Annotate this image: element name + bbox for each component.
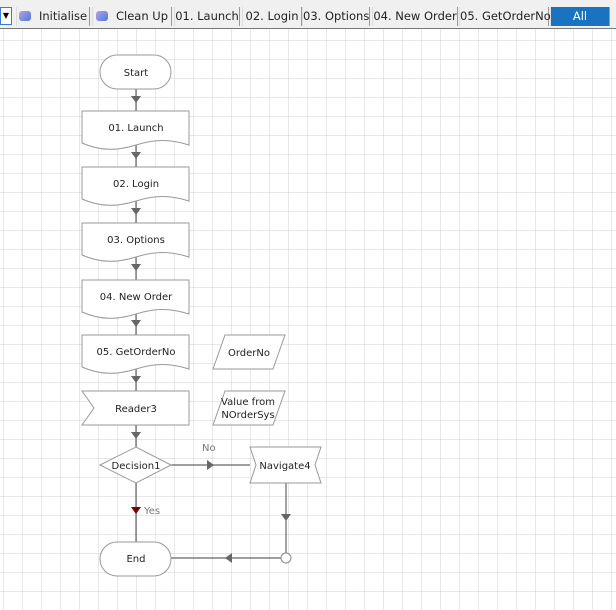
end-node[interactable]: End — [99, 541, 172, 577]
tab-login[interactable]: 02. Login — [242, 7, 302, 26]
tab-options[interactable]: 03. Options — [302, 7, 370, 26]
data-item-label: Value from — [221, 397, 275, 408]
yes-label: Yes — [143, 506, 160, 517]
reader-node[interactable]: Reader3 — [81, 390, 190, 426]
navigate-node[interactable]: Navigate4 — [249, 446, 322, 484]
tab-label: Clean Up — [115, 9, 168, 23]
stage-node[interactable]: 02. Login — [81, 166, 190, 206]
navigate-label: Navigate4 — [259, 461, 310, 472]
tab-clean-up[interactable]: Clean Up — [92, 7, 172, 26]
stage-node[interactable]: 05. GetOrderNo — [81, 334, 190, 374]
start-label: Start — [124, 68, 149, 79]
stage-node[interactable]: 01. Launch — [81, 110, 190, 150]
tabs-dropdown-button[interactable]: ▼ — [0, 7, 12, 25]
data-item-value-from[interactable]: Value from NOrderSys — [212, 390, 286, 426]
initialise-icon — [18, 11, 31, 21]
decision-label: Decision1 — [112, 461, 161, 472]
decision-node[interactable]: Decision1 — [98, 446, 173, 484]
yes-arrowhead — [131, 507, 141, 514]
stage-label: 05. GetOrderNo — [97, 347, 176, 358]
end-label: End — [126, 554, 145, 565]
reader-label: Reader3 — [115, 404, 157, 415]
stage-label: 04. New Order — [100, 292, 173, 303]
tab-initialise[interactable]: Initialise — [16, 7, 90, 26]
cleanup-icon — [95, 11, 108, 21]
data-item-label: NOrderSys — [221, 410, 274, 421]
tab-get-order-no[interactable]: 05. GetOrderNo — [459, 7, 551, 26]
data-item-order-no[interactable]: OrderNo — [212, 334, 286, 370]
data-item-label: OrderNo — [228, 348, 270, 359]
start-node[interactable]: Start — [99, 54, 172, 90]
page-tabs-toolbar: ▼ Initialise Clean Up 01. Launch 02. Log… — [0, 0, 616, 29]
stage-label: 02. Login — [113, 179, 159, 190]
arrowheads — [131, 96, 291, 563]
stage-node[interactable]: 04. New Order — [81, 279, 190, 319]
stage-label: 01. Launch — [108, 123, 163, 134]
no-label: No — [202, 443, 216, 454]
stage-label: 03. Options — [107, 235, 165, 246]
flowchart-canvas[interactable]: Start 01. Launch 02. Login 03. Options 04. … — [0, 29, 616, 610]
tab-all[interactable]: All — [550, 7, 610, 26]
tab-label: Initialise — [38, 9, 88, 23]
tab-launch[interactable]: 01. Launch — [174, 7, 240, 26]
tab-new-order[interactable]: 04. New Order — [372, 7, 458, 26]
stage-node[interactable]: 03. Options — [81, 222, 190, 262]
junction-point[interactable] — [280, 552, 292, 564]
